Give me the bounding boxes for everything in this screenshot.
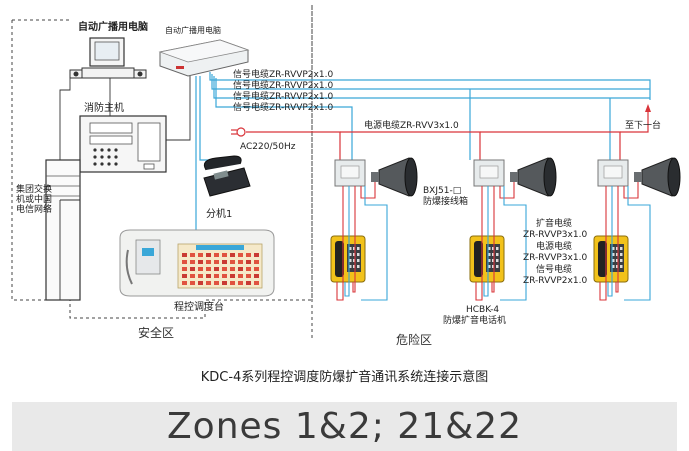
group-switch-label: 集团交换机或中国电信网络 [16, 185, 53, 215]
console-key [182, 281, 187, 285]
console-key [182, 274, 187, 278]
console-key [214, 260, 219, 264]
auto-broadcast-pc-icon [69, 37, 147, 79]
console-key [206, 274, 211, 278]
console-key [182, 260, 187, 264]
to-next-arrow-icon [645, 104, 651, 112]
console-key [214, 281, 219, 285]
console-key [206, 281, 211, 285]
console-key [214, 267, 219, 271]
sig-cable-name-label: 信号电缆 [536, 265, 573, 275]
console-key [254, 267, 259, 271]
console-key [246, 253, 251, 257]
to-next-label: 至下一台 [625, 121, 662, 131]
diagram-caption: KDC-4系列程控调度防爆扩音通讯系统连接示意图 [200, 370, 489, 385]
fire-host-label: 消防主机 [84, 103, 124, 114]
fire-host-cabinet [79, 115, 167, 173]
console-key [190, 253, 195, 257]
danger-unit [330, 157, 418, 301]
console-key [198, 274, 203, 278]
console-key [198, 281, 203, 285]
console-key [198, 260, 203, 264]
ext1-label: 分机1 [206, 209, 233, 220]
console-key [246, 267, 251, 271]
power-plug-icon [231, 127, 246, 137]
console-key [246, 274, 251, 278]
console-key [206, 260, 211, 264]
console-key [214, 253, 219, 257]
danger-zone-label: 危险区 [396, 333, 433, 347]
safe-zone-wiring [59, 76, 191, 300]
console-key [246, 260, 251, 264]
auto-pc-label: 自动广播用电脑 [78, 22, 148, 33]
signal-cable-label-4: 信号电缆ZR-RVVP2x1.0 [233, 103, 334, 113]
console-key [230, 253, 235, 257]
console-key [254, 274, 259, 278]
danger-unit [469, 157, 557, 301]
console-key [198, 253, 203, 257]
signal-cable-label-2: 信号电缆ZR-RVVP2x1.0 [233, 81, 334, 91]
zones-banner-text: Zones 1&2; 21&22 [167, 406, 522, 447]
console-key [182, 267, 187, 271]
console-label: 程控调度台 [174, 302, 224, 313]
junction-name-label: 防爆接线箱 [423, 197, 469, 207]
console-key [254, 253, 259, 257]
pw-cable-spec-label: ZR-RVVP3x1.0 [523, 253, 588, 263]
console-key [206, 267, 211, 271]
console-key [238, 281, 243, 285]
pa-cable-name-label: 扩音电缆 [536, 219, 573, 229]
console-key [190, 281, 195, 285]
extension-phone-icon [203, 155, 251, 197]
broadcast-host-device [158, 39, 250, 77]
signal-cable-label-1: 信号电缆ZR-RVVP2x1.0 [233, 70, 334, 80]
dispatch-console-icon [119, 229, 275, 297]
diagram-canvas [11, 5, 681, 340]
pw-cable-name-label: 电源电缆 [536, 242, 573, 252]
console-key [190, 260, 195, 264]
danger-unit [593, 157, 681, 301]
host-device-label: 自动广播用电脑 [165, 26, 221, 35]
console-keypad [182, 253, 259, 285]
power-cable-lines [246, 112, 649, 160]
console-key [230, 281, 235, 285]
console-key [230, 260, 235, 264]
console-key [190, 274, 195, 278]
console-key [222, 274, 227, 278]
junction-model-label: BXJ51-□ [423, 186, 462, 196]
console-key [190, 267, 195, 271]
console-key [230, 267, 235, 271]
console-key [238, 253, 243, 257]
console-key [222, 253, 227, 257]
console-key [254, 260, 259, 264]
console-key [222, 281, 227, 285]
zones-banner: Zones 1&2; 21&22 [12, 402, 677, 451]
phone-name-label: 防爆扩音电话机 [443, 316, 507, 326]
console-key [206, 253, 211, 257]
pa-cable-spec-label: ZR-RVVP3x1.0 [523, 230, 588, 240]
console-key [238, 260, 243, 264]
ac-power-label: AC220/50Hz [240, 142, 296, 152]
sig-cable-spec-label: ZR-RVVP2x1.0 [523, 276, 588, 286]
signal-cable-label-3: 信号电缆ZR-RVVP2x1.0 [233, 92, 334, 102]
group-switch-rack [45, 159, 81, 301]
console-key [254, 281, 259, 285]
console-key [182, 253, 187, 257]
console-key [238, 274, 243, 278]
console-key [238, 267, 243, 271]
safe-zone-label: 安全区 [138, 326, 175, 340]
danger-zone-equipment [330, 157, 681, 301]
console-key [222, 267, 227, 271]
phone-model-label: HCBK-4 [466, 305, 500, 315]
safe-zone-boundary [11, 5, 313, 340]
console-key [198, 267, 203, 271]
console-key [246, 281, 251, 285]
power-cable-label: 电源电缆ZR-RVV3x1.0 [364, 121, 459, 131]
signal-cable-lines [175, 72, 651, 241]
console-key [222, 260, 227, 264]
console-key [230, 274, 235, 278]
console-key [214, 274, 219, 278]
